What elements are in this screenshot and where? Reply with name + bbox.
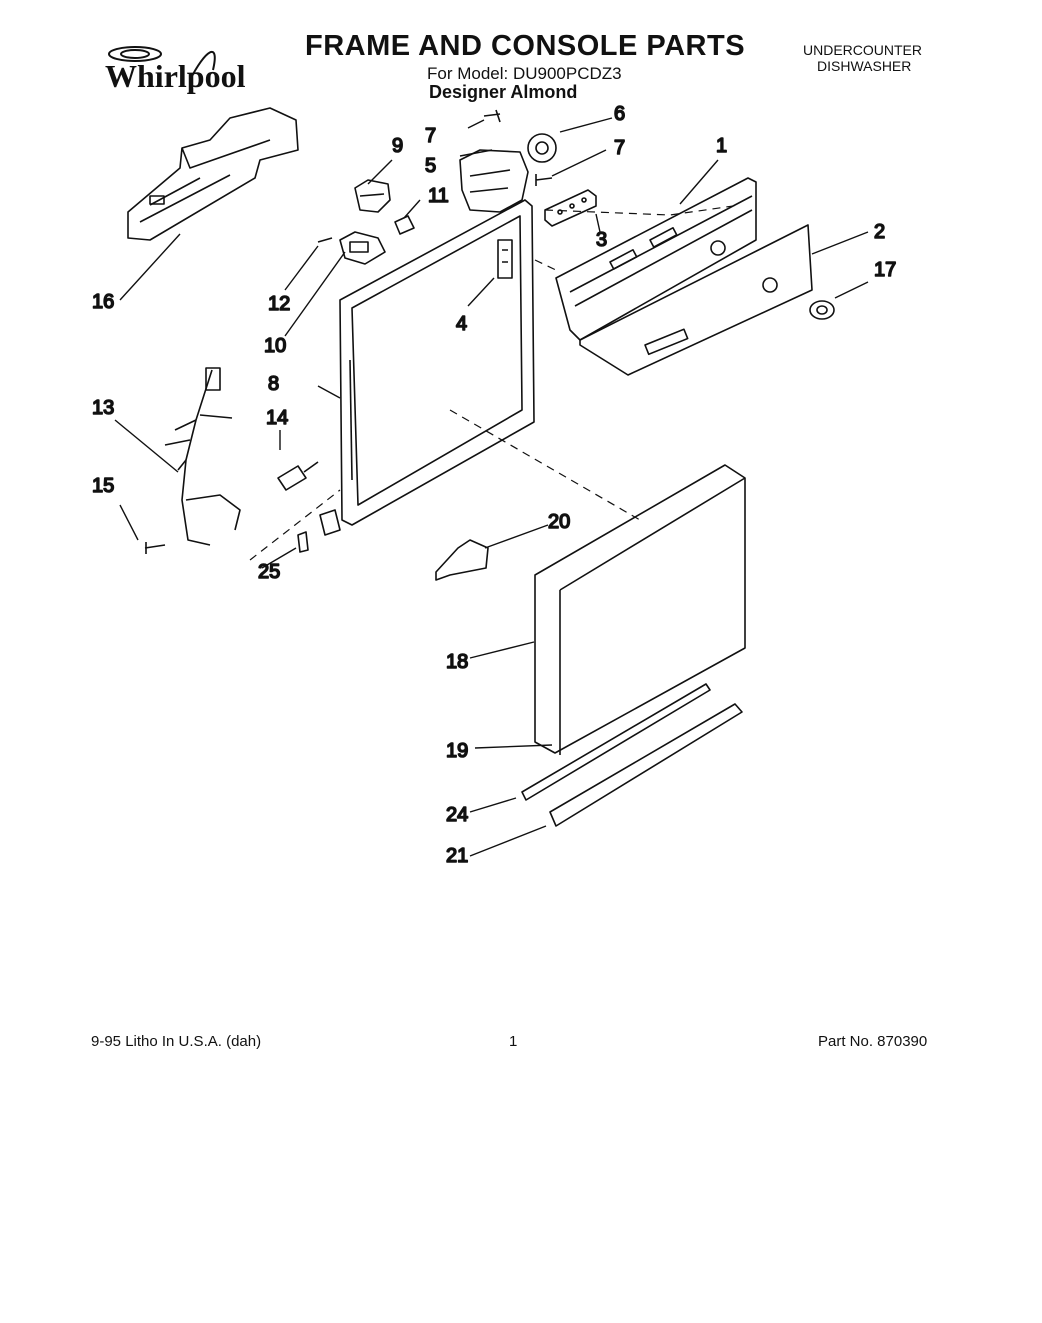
callout-1: 1 <box>716 135 727 157</box>
callout-6: 6 <box>614 103 625 125</box>
whirlpool-logo: Whirlpool <box>95 40 255 100</box>
callout-16: 16 <box>92 291 114 313</box>
part-15-screw <box>144 542 166 554</box>
callout-18: 18 <box>446 651 468 673</box>
part-21-handle-clip <box>435 539 489 581</box>
part-3-bracket <box>544 189 597 227</box>
callout-10: 10 <box>264 335 286 357</box>
assembly-lines <box>249 204 741 561</box>
part-1-console <box>555 177 757 341</box>
part-25-clip <box>297 531 309 553</box>
logo-swirl-icon <box>108 46 216 81</box>
callout-8: 8 <box>268 373 279 395</box>
color-name: Designer Almond <box>429 82 578 102</box>
part-5-door-switch <box>459 149 529 213</box>
product-type: UNDERCOUNTER DISHWASHER <box>803 42 922 74</box>
callout-9: 9 <box>392 135 403 157</box>
callout-12: 12 <box>268 293 290 315</box>
page-title: FRAME AND CONSOLE PARTS <box>305 30 746 62</box>
litho-note: 9-95 Litho In U.S.A. (dah) <box>91 1033 262 1050</box>
part-2-console-overlay <box>579 224 813 376</box>
part-7-screw-top <box>483 109 501 123</box>
part-6-timer-knob <box>527 133 557 163</box>
callout-14: 14 <box>266 407 288 429</box>
part-13-wire-harness <box>164 367 241 546</box>
part-12-pin <box>317 237 333 243</box>
page-number: 1 <box>509 1033 518 1050</box>
product-type-line2: DISHWASHER <box>817 58 912 74</box>
callout-25: 25 <box>258 561 280 583</box>
callout-24: 24 <box>446 804 468 826</box>
callout-3: 3 <box>596 229 607 251</box>
callout-7-right: 7 <box>614 137 625 159</box>
product-type-line1: UNDERCOUNTER <box>803 42 922 58</box>
callout-15: 15 <box>92 475 114 497</box>
part-9-latch <box>354 179 391 213</box>
part-17-knob <box>809 300 835 320</box>
part-24-trim <box>521 683 711 801</box>
callout-labels: 7 6 5 7 1 2 17 9 11 3 12 4 10 16 8 13 14… <box>91 102 897 868</box>
callout-4: 4 <box>456 313 467 335</box>
brand-name: Whirlpool <box>105 58 246 94</box>
part-18-door-panel <box>534 464 746 754</box>
part-16-wire-cover <box>127 107 299 241</box>
leader-lines <box>114 117 869 857</box>
callout-21: 20 <box>548 511 570 533</box>
part-10-strike <box>339 231 386 265</box>
callout-13: 13 <box>92 397 114 419</box>
part-8-door-frame <box>319 199 535 536</box>
callout-11: 11 <box>428 185 449 207</box>
part-14-connector <box>277 461 319 491</box>
callout-20: 21 <box>446 845 468 867</box>
part-11-plug <box>394 215 415 235</box>
callout-7-top: 7 <box>425 125 436 147</box>
callout-19: 19 <box>446 740 468 762</box>
model-number: For Model: DU900PCDZ3 <box>427 64 622 83</box>
part-4-frame-bracket <box>497 239 513 279</box>
callout-2: 2 <box>874 221 885 243</box>
callout-17: 17 <box>874 259 896 281</box>
callout-5: 5 <box>425 155 436 177</box>
part-7-screw-right <box>535 174 553 186</box>
part-number: Part No. 870390 <box>818 1033 928 1050</box>
part-20-trim <box>549 703 743 827</box>
